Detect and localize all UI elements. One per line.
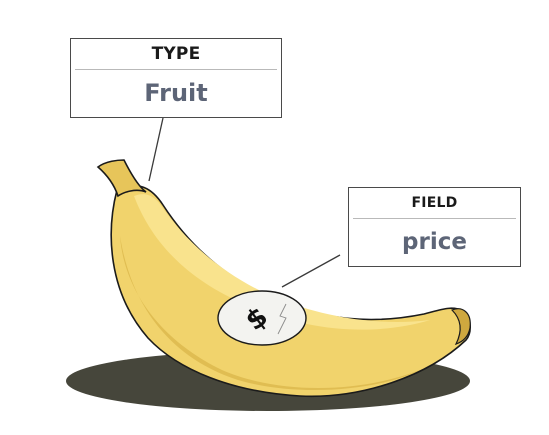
price-sticker: $ [217,290,307,346]
field-label-card: FIELD price [348,187,521,267]
field-heading: FIELD [411,195,458,211]
field-leader-line [281,254,341,288]
field-value: price [402,229,467,255]
field-divider [353,218,516,219]
type-divider [75,69,277,70]
type-leader-line [148,117,164,182]
sticker-crease [277,303,287,335]
type-value: Fruit [144,79,208,107]
banana-tip [450,308,471,346]
banana-stem [96,159,147,198]
type-heading: TYPE [151,44,201,64]
type-label-card: TYPE Fruit [70,38,282,118]
